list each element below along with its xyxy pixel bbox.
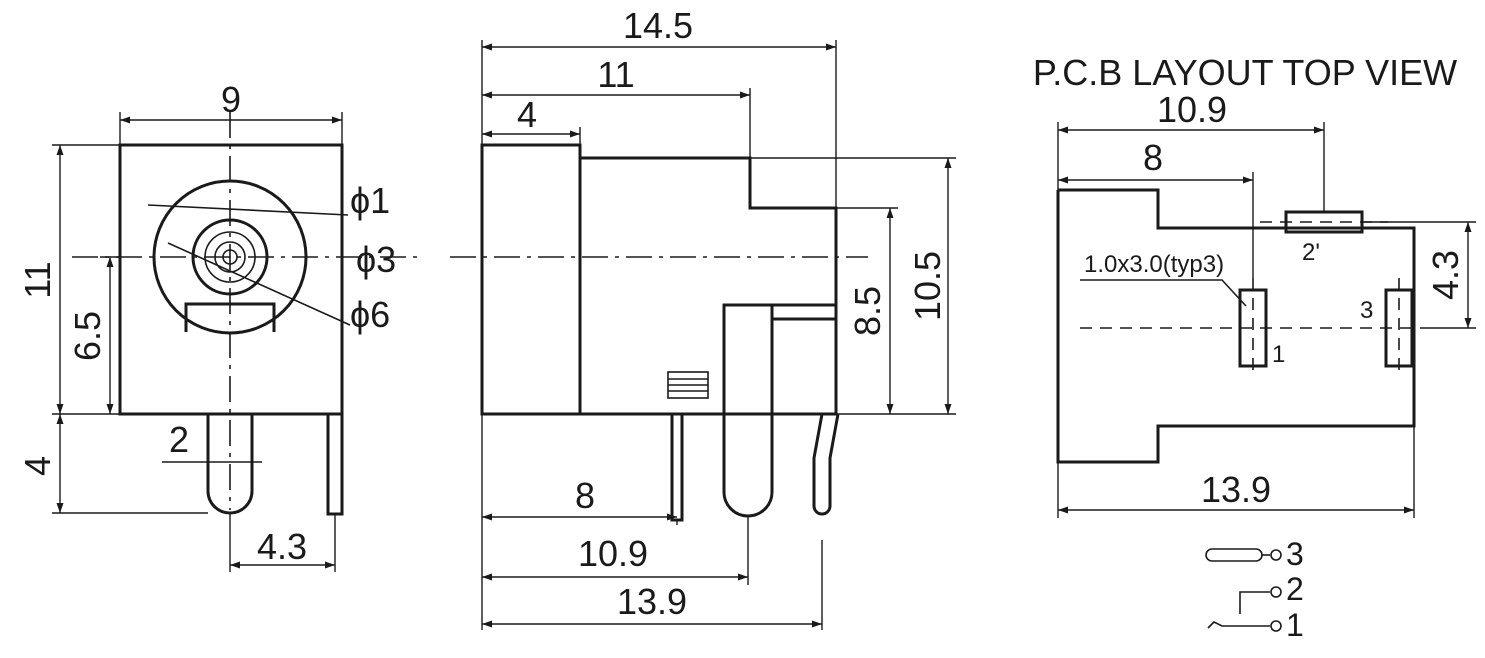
dim-pcb-13-9: 13.9	[1201, 469, 1271, 510]
dim-side-height-8-5: 8.5	[847, 286, 888, 336]
side-front-flange	[480, 143, 582, 416]
front-view: ϕ1 ϕ3 ϕ6 9 11 6.5 4 2 4.3	[17, 79, 420, 572]
pcb-title: P.C.B LAYOUT TOP VIEW	[1033, 52, 1457, 93]
side-vent-slots	[667, 371, 709, 399]
schematic-terminal-3	[1270, 549, 1282, 561]
schematic-switch-contact	[1207, 621, 1270, 629]
pcb-pad-1-label: 1	[1272, 341, 1285, 368]
dim-front-pin-width: 2	[169, 419, 189, 460]
dim-front-center-height: 6.5	[67, 311, 108, 361]
dim-pcb-10-9: 10.9	[1157, 89, 1227, 130]
leader-dia-1	[147, 204, 349, 216]
dim-side-pin-8: 8	[575, 475, 595, 516]
dim-side-front-4: 4	[517, 94, 537, 135]
dim-front-height: 11	[17, 261, 58, 298]
label-dia-3: ϕ3	[356, 239, 396, 280]
schematic-center-contact	[1239, 591, 1270, 614]
pin-schematic: 3 2 1	[1205, 536, 1304, 643]
pcb-layout-view: P.C.B LAYOUT TOP VIEW 10.9 8 13.9 4.3 1.…	[1033, 52, 1476, 518]
pcb-pad-3-label: 3	[1360, 297, 1373, 324]
pcb-footprint-outline	[1056, 188, 1416, 464]
pcb-slot-label: 1.0x3.0(typ3)	[1084, 251, 1224, 278]
dim-side-pin-10-9: 10.9	[578, 533, 648, 574]
side-pin-center	[722, 414, 774, 518]
label-dia-1: ϕ1	[350, 180, 390, 221]
schematic-sleeve-contact	[1205, 548, 1263, 562]
side-pin-housing	[722, 303, 774, 416]
dim-side-pin-13-9: 13.9	[617, 581, 687, 622]
front-body-outline	[118, 143, 344, 416]
side-body-outline	[580, 156, 838, 416]
schematic-label-2: 2	[1286, 571, 1304, 607]
leader-dia-6	[167, 242, 351, 326]
dim-side-length-11: 11	[597, 54, 634, 95]
dim-front-pin-spacing: 4.3	[257, 526, 307, 567]
pcb-pad-2-label: 2'	[1302, 239, 1320, 266]
side-bracket	[770, 303, 838, 321]
schematic-label-1: 1	[1286, 607, 1304, 643]
side-pin-right	[812, 413, 840, 516]
dim-side-total-length: 14.5	[623, 5, 693, 46]
side-pin-left	[670, 412, 684, 522]
dim-pcb-4-3: 4.3	[1425, 250, 1466, 300]
schematic-terminal-1	[1270, 620, 1282, 632]
schematic-label-3: 3	[1286, 536, 1304, 572]
dim-pcb-8: 8	[1143, 137, 1163, 178]
front-side-pin	[326, 412, 344, 516]
dim-side-height-10-5: 10.5	[907, 251, 948, 321]
side-view: 14.5 11 4 8.5 10.5 8 10.9 13.9	[450, 5, 956, 630]
schematic-terminal-2	[1270, 586, 1282, 598]
label-dia-6: ϕ6	[350, 294, 390, 335]
dim-front-width: 9	[221, 79, 241, 120]
pcb-slot-leader	[1080, 279, 1247, 307]
dim-front-pin-length: 4	[17, 456, 58, 476]
